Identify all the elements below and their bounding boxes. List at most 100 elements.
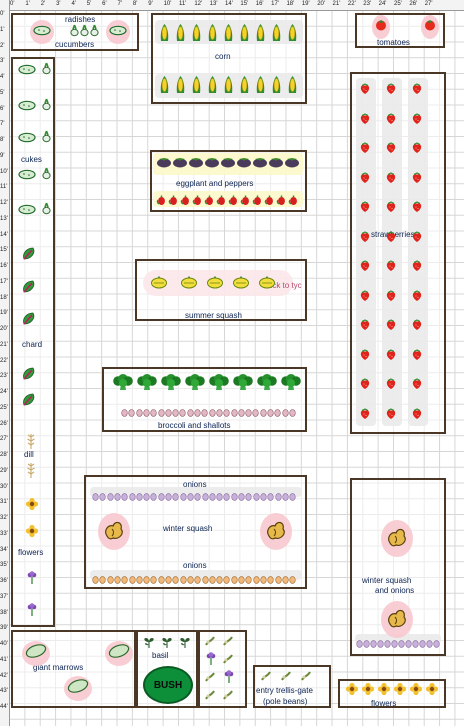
- corn-icon[interactable]: [160, 75, 169, 100]
- flower-icon[interactable]: [25, 524, 39, 543]
- onion-icon[interactable]: [150, 488, 157, 506]
- onion-icon[interactable]: [231, 571, 238, 589]
- onion-icon[interactable]: [92, 571, 99, 589]
- eggplant-icon[interactable]: [204, 155, 220, 173]
- chard-icon[interactable]: [22, 312, 37, 331]
- pepper-icon[interactable]: [240, 193, 251, 211]
- corn-icon[interactable]: [240, 23, 249, 48]
- onion-icon[interactable]: [114, 571, 121, 589]
- bean-icon[interactable]: [222, 688, 234, 706]
- bed-summer-squash[interactable]: [135, 259, 307, 321]
- onion-icon[interactable]: [231, 488, 238, 506]
- flower-icon[interactable]: [345, 682, 359, 701]
- strawberry-icon[interactable]: [411, 112, 423, 130]
- broccoli-icon[interactable]: [184, 374, 206, 396]
- pepper-icon[interactable]: [192, 193, 203, 211]
- onion-icon[interactable]: [238, 488, 245, 506]
- radish-icon[interactable]: [40, 167, 53, 185]
- flower-icon[interactable]: [393, 682, 407, 701]
- onion-icon[interactable]: [274, 488, 282, 506]
- strawberry-icon[interactable]: [385, 82, 397, 100]
- strawberry-icon[interactable]: [359, 348, 371, 366]
- flower-icon[interactable]: [377, 682, 391, 701]
- onion-icon[interactable]: [223, 488, 230, 506]
- broccoli-icon[interactable]: [280, 374, 302, 396]
- marrow-icon[interactable]: [105, 641, 133, 666]
- radish-icon[interactable]: [40, 130, 53, 148]
- strawberry-icon[interactable]: [411, 171, 423, 189]
- pepper-icon[interactable]: [216, 193, 227, 211]
- strawberry-icon[interactable]: [359, 141, 371, 159]
- onion-icon[interactable]: [172, 488, 179, 506]
- shallot-icon[interactable]: [143, 404, 150, 422]
- bush[interactable]: BUSH: [143, 666, 193, 704]
- onion-icon[interactable]: [201, 571, 209, 589]
- strawberry-icon[interactable]: [385, 318, 397, 336]
- cucumber-icon[interactable]: [18, 62, 36, 80]
- chard-icon[interactable]: [22, 367, 37, 386]
- corn-icon[interactable]: [224, 23, 233, 48]
- onion-icon[interactable]: [99, 571, 106, 589]
- corn-icon[interactable]: [176, 23, 185, 48]
- strawberry-icon[interactable]: [359, 230, 371, 248]
- shallot-icon[interactable]: [260, 404, 267, 422]
- shallot-icon[interactable]: [135, 404, 143, 422]
- onion-icon[interactable]: [405, 635, 412, 653]
- shallot-icon[interactable]: [128, 404, 135, 422]
- basil-icon[interactable]: [178, 636, 192, 654]
- strawberry-icon[interactable]: [385, 141, 397, 159]
- onion-icon[interactable]: [194, 488, 201, 506]
- strawberry-icon[interactable]: [385, 259, 397, 277]
- onion-icon[interactable]: [187, 571, 194, 589]
- strawberry-icon[interactable]: [359, 377, 371, 395]
- onion-icon[interactable]: [282, 571, 289, 589]
- onion-icon[interactable]: [252, 488, 260, 506]
- radish-icon[interactable]: [40, 62, 53, 80]
- flower-icon[interactable]: [409, 682, 423, 701]
- onion-icon[interactable]: [267, 571, 274, 589]
- broccoli-icon[interactable]: [232, 374, 254, 396]
- onion-icon[interactable]: [377, 635, 384, 653]
- onion-icon[interactable]: [106, 488, 114, 506]
- onion-icon[interactable]: [426, 635, 433, 653]
- radish-icon[interactable]: [88, 24, 101, 42]
- onion-icon[interactable]: [282, 488, 289, 506]
- eggplant-icon[interactable]: [188, 155, 204, 173]
- onion-icon[interactable]: [412, 635, 419, 653]
- strawberry-icon[interactable]: [411, 377, 423, 395]
- pepper-icon[interactable]: [204, 193, 215, 211]
- strawberry-icon[interactable]: [411, 82, 423, 100]
- strawberry-icon[interactable]: [359, 318, 371, 336]
- winter-squash-icon[interactable]: [381, 601, 413, 638]
- onion-icon[interactable]: [260, 488, 267, 506]
- strawberry-icon[interactable]: [385, 289, 397, 307]
- marrow-icon[interactable]: [22, 641, 50, 666]
- flower-icon[interactable]: [25, 571, 39, 590]
- onion-icon[interactable]: [201, 488, 209, 506]
- cucumber-icon[interactable]: [106, 20, 130, 44]
- onion-icon[interactable]: [433, 635, 440, 653]
- shallot-icon[interactable]: [223, 404, 230, 422]
- strawberry-icon[interactable]: [411, 289, 423, 307]
- onion-icon[interactable]: [128, 571, 136, 589]
- basil-icon[interactable]: [142, 636, 156, 654]
- radish-icon[interactable]: [40, 202, 53, 220]
- cucumber-icon[interactable]: [18, 167, 36, 185]
- onion-icon[interactable]: [238, 571, 245, 589]
- corn-icon[interactable]: [224, 75, 233, 100]
- pepper-icon[interactable]: [168, 193, 179, 211]
- pepper-icon[interactable]: [156, 193, 167, 211]
- strawberry-icon[interactable]: [385, 407, 397, 425]
- eggplant-icon[interactable]: [252, 155, 268, 173]
- shallot-icon[interactable]: [150, 404, 157, 422]
- winter-squash-icon[interactable]: [260, 513, 292, 550]
- onion-icon[interactable]: [260, 571, 267, 589]
- strawberry-icon[interactable]: [359, 82, 371, 100]
- bean-icon[interactable]: [280, 669, 292, 687]
- cucumber-icon[interactable]: [30, 20, 54, 44]
- onion-icon[interactable]: [245, 488, 252, 506]
- winter-squash-icon[interactable]: [98, 513, 130, 550]
- corn-icon[interactable]: [272, 23, 281, 48]
- bean-icon[interactable]: [222, 652, 234, 670]
